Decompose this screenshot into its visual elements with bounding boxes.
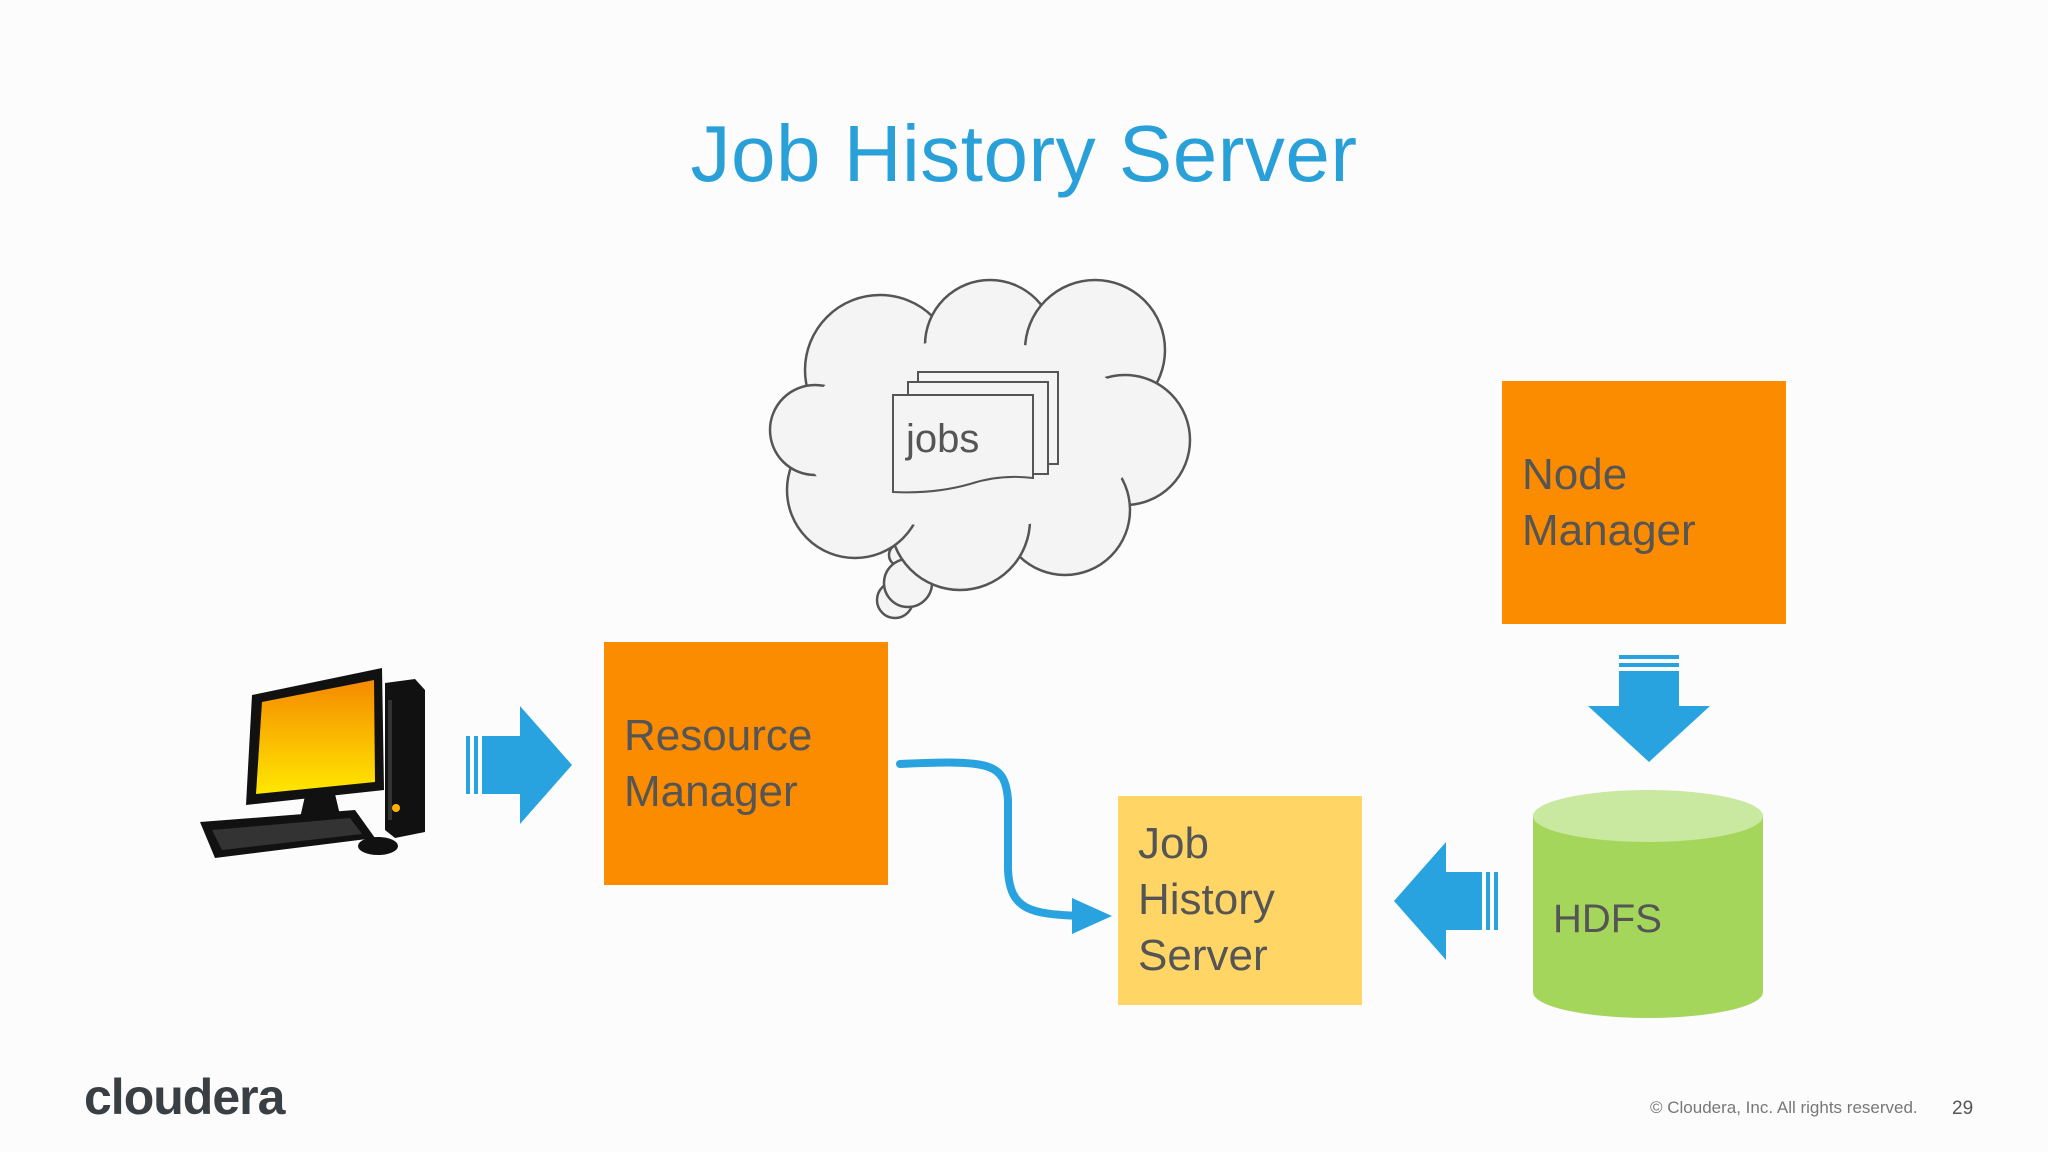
resource-manager-label-line1: Resource: [624, 711, 813, 760]
jobs-label: jobs: [905, 417, 979, 461]
job-history-server-label-line1: Job: [1138, 819, 1209, 868]
node-manager-label-line2: Manager: [1522, 506, 1696, 555]
page-number: 29: [1952, 1098, 1974, 1119]
resource-manager-box: Resource Manager: [604, 642, 888, 885]
node-manager-label-line1: Node: [1522, 450, 1628, 499]
node-manager-box: Node Manager: [1502, 381, 1786, 624]
slide-title: Job History Server: [690, 109, 1358, 198]
jobs-documents-icon: [892, 371, 1059, 494]
hdfs-label: HDFS: [1553, 897, 1662, 941]
arrow-resource-manager-to-job-history-server: [896, 758, 1112, 934]
cloudera-logo: cloudera: [84, 1069, 285, 1125]
job-history-server-label-line3: Server: [1138, 931, 1268, 980]
job-history-server-box: Job History Server: [1118, 796, 1362, 1005]
copyright-text: © Cloudera, Inc. All rights reserved.: [1650, 1098, 1918, 1117]
arrow-node-manager-to-hdfs: [1588, 655, 1710, 762]
job-history-server-label-line2: History: [1138, 875, 1275, 924]
hdfs-cylinder: HDFS: [1533, 790, 1763, 1018]
arrow-computer-to-resource-manager: [466, 706, 572, 824]
computer-icon: [200, 668, 425, 858]
thought-cloud: jobs: [768, 278, 1192, 620]
resource-manager-label-line2: Manager: [624, 767, 798, 816]
arrow-hdfs-to-job-history-server: [1394, 842, 1498, 960]
